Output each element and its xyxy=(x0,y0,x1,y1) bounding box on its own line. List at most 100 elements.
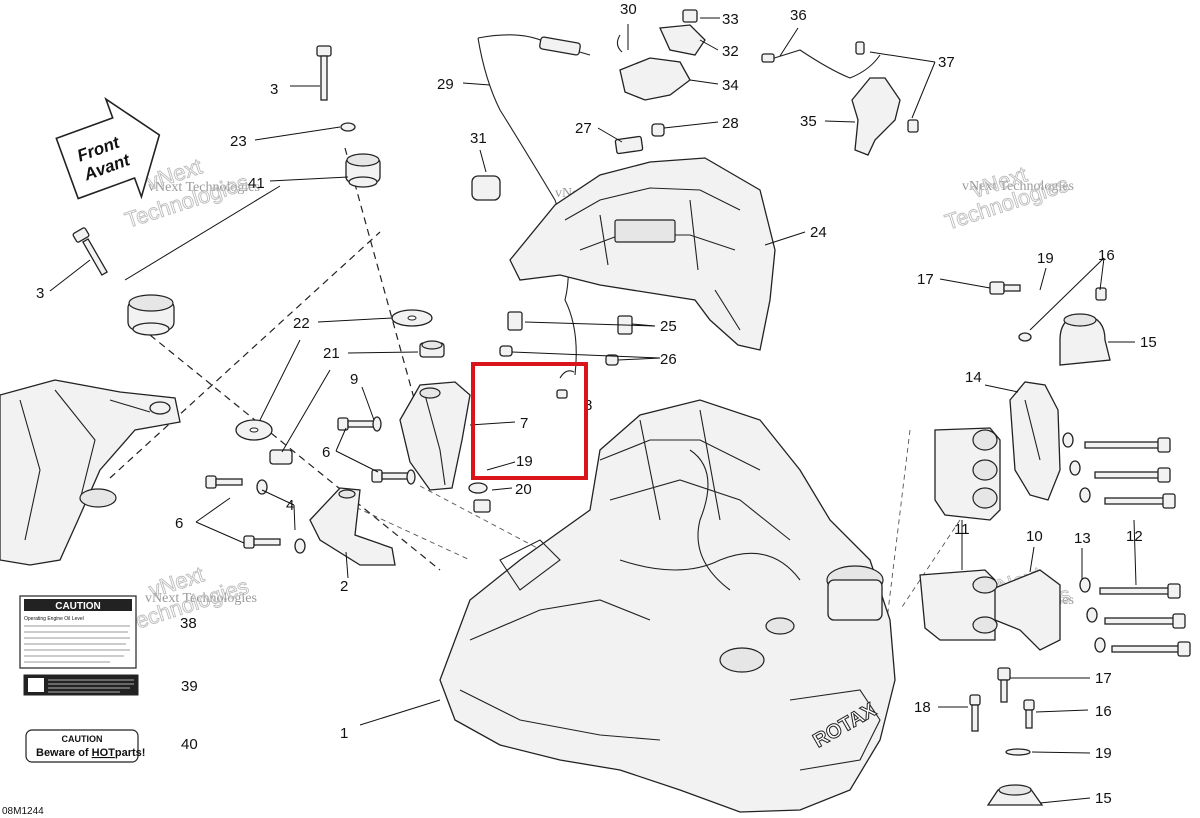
washers-13 xyxy=(1062,432,1106,653)
bracket-34 xyxy=(619,57,691,101)
bolt-3-left xyxy=(72,227,108,276)
washer-23 xyxy=(340,122,356,132)
mount-15 xyxy=(1018,313,1111,366)
bolt-18 xyxy=(969,694,981,732)
callout-33: 33 xyxy=(722,11,739,28)
callout-40: 40 xyxy=(181,736,198,753)
bolt-17-bottom xyxy=(997,667,1011,703)
engine-1: ROTAX xyxy=(439,399,896,813)
bracket-24 xyxy=(509,157,776,351)
warning-decal-39 xyxy=(23,674,139,696)
watermark-3: vNext Technologies vNext Technologies xyxy=(941,161,1074,235)
callout-36: 36 xyxy=(790,7,807,24)
callout-32: 32 xyxy=(722,43,739,60)
callout-16: 16 xyxy=(1098,247,1115,264)
callout-1: 1 xyxy=(340,725,348,742)
callout-38: 38 xyxy=(180,615,197,632)
sensor-36-cable xyxy=(761,49,881,79)
callout-12: 12 xyxy=(1126,528,1143,545)
bolts-12 xyxy=(1084,437,1191,657)
callout-4: 4 xyxy=(286,497,294,514)
callout-numbers: 3 23 41 3 22 21 9 6 4 6 2 38 39 40 1 29 … xyxy=(36,1,1157,807)
callout-29: 29 xyxy=(437,76,454,93)
cap-33 xyxy=(682,9,698,23)
bracket-10 xyxy=(989,569,1061,651)
callout-11: 11 xyxy=(954,521,970,538)
assembly-lines xyxy=(109,147,961,761)
callout-9: 9 xyxy=(350,371,358,388)
callout-18: 18 xyxy=(914,699,931,716)
caution-decal-38: CAUTION Operating Engine Oil Level xyxy=(19,595,137,669)
bolt-16-top xyxy=(1095,287,1107,301)
callout-22: 22 xyxy=(293,315,310,332)
washer-19 xyxy=(468,482,488,494)
callout-21: 21 xyxy=(323,345,340,362)
callout-20: 20 xyxy=(515,481,532,498)
washer-22-lower xyxy=(235,419,273,441)
sensor-32 xyxy=(659,24,706,56)
callout-25: 25 xyxy=(660,318,677,335)
callout-13: 13 xyxy=(1074,530,1091,547)
callout-15: 15 xyxy=(1140,334,1157,351)
engine-support-bracket xyxy=(0,379,181,566)
callout-14: 14 xyxy=(965,369,982,386)
bracket-14 xyxy=(1009,381,1061,501)
callout-28: 28 xyxy=(722,115,739,132)
watermark-text: vNext Technologies xyxy=(145,591,257,606)
screw-28 xyxy=(651,123,665,137)
clip-31 xyxy=(471,175,501,201)
bracket-11 xyxy=(934,427,1001,521)
bracket-11-lower xyxy=(919,569,998,641)
callout-6: 6 xyxy=(322,444,330,461)
callout-2: 2 xyxy=(340,578,348,595)
mount-15-bottom xyxy=(986,784,1044,806)
bolt-3-top xyxy=(316,45,332,101)
hot-decal-title: CAUTION xyxy=(62,734,103,744)
engine-mount-bracket-7 xyxy=(399,381,471,491)
callout-34: 34 xyxy=(722,77,739,94)
callout-23: 23 xyxy=(230,133,247,150)
nut-21 xyxy=(419,340,445,358)
diagram-code: 08M1244 xyxy=(2,806,44,817)
callout-26: 26 xyxy=(660,351,677,368)
sensor-35 xyxy=(851,77,901,156)
callout-41: 41 xyxy=(248,175,265,192)
callout-37: 37 xyxy=(938,54,955,71)
bolt-9 xyxy=(337,416,382,432)
caution-decal-title: CAUTION xyxy=(55,601,101,612)
callout-3: 3 xyxy=(36,285,44,302)
bolt-6-bottom xyxy=(243,535,306,554)
washer-22 xyxy=(391,309,433,327)
clip-27 xyxy=(614,135,644,155)
washer-19-bottom xyxy=(1005,748,1031,756)
callout-30: 30 xyxy=(620,1,637,18)
mount-41 xyxy=(345,153,381,188)
cable-29 xyxy=(477,34,591,376)
callout-8: 8 xyxy=(584,397,592,414)
callout-17: 17 xyxy=(917,271,934,288)
clip-30 xyxy=(616,34,623,53)
callout-6: 6 xyxy=(175,515,183,532)
bracket-2 xyxy=(309,487,396,566)
callout-19: 19 xyxy=(1037,250,1054,267)
bolt-6-upper xyxy=(371,469,416,485)
bolt-17-top xyxy=(989,281,1021,295)
hot-parts-decal-40: CAUTION Beware of HOTparts! xyxy=(25,729,145,763)
nut-20 xyxy=(473,499,491,513)
bolt-6-lower xyxy=(205,475,268,495)
callout-16: 16 xyxy=(1095,703,1112,720)
watermark-text: vNext Technologies xyxy=(148,180,260,195)
callout-31: 31 xyxy=(470,130,487,147)
callout-17: 17 xyxy=(1095,670,1112,687)
screw-37 xyxy=(855,41,919,133)
callout-39: 39 xyxy=(181,678,198,695)
hot-decal-text: Beware of HOTparts! xyxy=(36,747,145,759)
callout-19: 19 xyxy=(1095,745,1112,762)
screw-26 xyxy=(499,345,619,366)
leader-lines xyxy=(49,17,1137,804)
callout-27: 27 xyxy=(575,120,592,137)
watermark-text: vNext Technologies xyxy=(962,179,1074,194)
nut-21-lower xyxy=(269,449,293,465)
mount-41-lower xyxy=(127,294,175,336)
